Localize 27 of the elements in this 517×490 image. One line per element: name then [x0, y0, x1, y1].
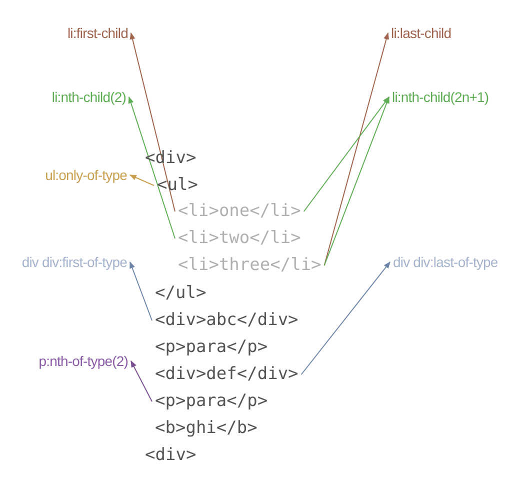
arrow — [130, 360, 152, 402]
arrow — [129, 174, 154, 186]
code-line: <div>def</div> — [155, 366, 298, 383]
selector-label: li:nth-child(2n+1) — [392, 90, 489, 104]
selector-label: li:nth-child(2) — [52, 90, 126, 104]
arrow — [324, 32, 390, 266]
code-line: </ul> — [155, 285, 206, 302]
arrow — [303, 96, 390, 212]
code-line: <p>para</p> — [155, 393, 268, 410]
selector-label: li:first-child — [67, 26, 128, 40]
selector-label: div div:last-of-type — [393, 255, 498, 269]
selector-label: div div:first-of-type — [22, 255, 127, 269]
code-line: <p>para</p> — [155, 339, 268, 356]
code-line: <div>abc</div> — [155, 312, 298, 329]
selector-label: li:last-child — [391, 26, 452, 40]
arrow — [300, 261, 390, 375]
code-line: <li>one</li> — [178, 203, 301, 220]
selector-label: ul:only-of-type — [45, 168, 127, 182]
selector-label: p:nth-of-type(2) — [38, 354, 128, 368]
code-line: <div> — [145, 447, 196, 464]
arrow — [130, 261, 152, 321]
arrow — [128, 96, 176, 239]
code-line: <li>three</li> — [178, 257, 322, 274]
code-line: <b>ghi</b> — [155, 420, 258, 437]
code-line: <li>two</li> — [178, 230, 301, 247]
arrow — [324, 96, 390, 266]
arrow — [130, 32, 176, 212]
